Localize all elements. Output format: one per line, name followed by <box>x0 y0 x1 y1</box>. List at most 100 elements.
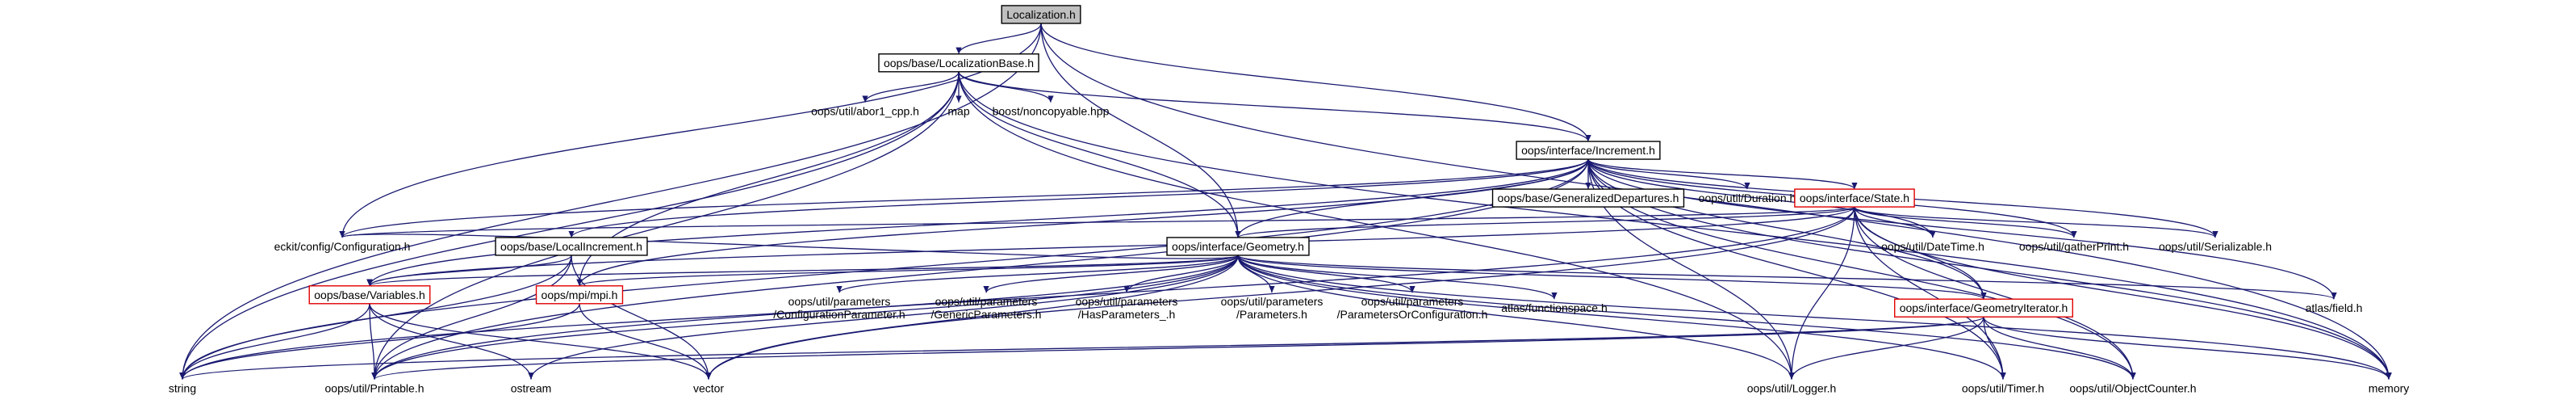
edge-mpi-string <box>179 303 580 380</box>
edge-geom-atlfs <box>1237 255 1558 300</box>
node-label: string <box>169 381 196 394</box>
node-label: atlas/functionspace.h <box>1501 301 1608 314</box>
edge-lb-boost <box>958 71 1054 103</box>
node-gendep[interactable]: oops/base/GeneralizedDepartures.h <box>1491 188 1685 208</box>
edge-inc-dt <box>1587 158 1936 238</box>
node-geoit[interactable]: oops/interface/GeometryIterator.h <box>1894 298 2073 318</box>
edge-geoit-objc <box>1983 317 2136 380</box>
node-gp: oops/util/gatherPrint.h <box>2019 240 2129 253</box>
edge-layer <box>179 23 2392 380</box>
edge-vars-print <box>369 303 378 380</box>
node-layer: Localization.h oops/base/LocalizationBase… <box>169 5 2410 394</box>
node-label: oops/interface/Increment.h <box>1521 144 1655 157</box>
node-label: oops/interface/GeometryIterator.h <box>1900 301 2068 314</box>
node-label: oops/util/abor1_cpp.h <box>811 105 919 118</box>
edge-geom-geoit <box>1237 255 1987 300</box>
node-label: oops/mpi/mpi.h <box>542 288 618 301</box>
edge-lb-string <box>179 71 960 380</box>
edge-lb-memory <box>958 71 2392 380</box>
node-label: oops/util/parameters <box>1076 295 1178 308</box>
edge-locinc-vars <box>366 255 572 287</box>
edge-geom-memory <box>1237 255 2392 380</box>
edge-state-logger <box>1788 207 1855 380</box>
node-state[interactable]: oops/interface/State.h <box>1794 188 1915 208</box>
node-label: oops/util/parameters <box>1361 295 1464 308</box>
node-string: string <box>169 381 196 394</box>
edge-lb-print <box>371 71 960 380</box>
node-lb[interactable]: oops/base/LocalizationBase.h <box>878 53 1039 73</box>
node-geom[interactable]: oops/interface/Geometry.h <box>1166 237 1310 256</box>
edge-inc-geoit <box>1587 159 1987 300</box>
node-eckit: eckit/config/Configuration.h <box>274 240 411 253</box>
edge-geom-cfgp <box>836 255 1239 293</box>
edge-loc-memory <box>1040 23 2392 380</box>
edge-geom-string <box>179 255 1239 380</box>
edge-inc-state <box>1587 158 1858 190</box>
edge-geoit-print <box>371 316 1984 380</box>
edge-state-geoit <box>1854 207 1987 300</box>
node-mpi[interactable]: oops/mpi/mpi.h <box>535 285 624 305</box>
edge-state-timer <box>1854 207 2006 380</box>
edge-state-eckit <box>340 206 1855 238</box>
node-loc[interactable]: Localization.h <box>1001 5 1081 24</box>
edge-locinc-string <box>179 255 572 380</box>
node-label: oops/util/DateTime.h <box>1881 240 1984 253</box>
edge-state-ser <box>1854 206 2218 238</box>
edge-inc-vars <box>366 158 1589 286</box>
node-locinc[interactable]: oops/base/LocalIncrement.h <box>495 237 648 256</box>
edge-vars-string <box>179 303 370 380</box>
edge-lb-geom <box>958 71 1241 238</box>
edge-vars-vector <box>369 303 712 380</box>
edge-inc-dur <box>1587 158 1750 190</box>
edge-state-gp <box>1854 206 2077 238</box>
node-memory: memory <box>2369 381 2410 394</box>
node-label: oops/base/Variables.h <box>314 288 425 301</box>
node-boost: boost/noncopyable.hpp <box>993 105 1110 118</box>
edge-geom-field <box>1237 255 2337 300</box>
node-print: oops/util/Printable.h <box>325 381 424 394</box>
node-label: /Parameters.h <box>1236 308 1307 321</box>
node-inc[interactable]: oops/interface/Increment.h <box>1516 141 1661 160</box>
node-label: ostream <box>511 381 552 394</box>
node-objc: oops/util/ObjectCounter.h <box>2069 381 2196 394</box>
edge-geoit-memory <box>1983 317 2392 380</box>
node-label: /ConfigurationParameter.h <box>773 308 905 321</box>
edge-geom-genp <box>983 255 1239 293</box>
node-label: oops/util/Duration.h <box>1699 191 1796 204</box>
edge-state-vars <box>366 206 1855 287</box>
node-label: /ParametersOrConfiguration.h <box>1337 308 1488 321</box>
edge-geom-porc <box>1237 255 1416 293</box>
edge-geom-timer <box>1237 255 2006 380</box>
node-map: map <box>947 105 969 118</box>
node-label: Localization.h <box>1006 8 1076 21</box>
edge-loc-string <box>179 23 1042 380</box>
node-label: map <box>947 105 969 118</box>
node-label: oops/base/LocalizationBase.h <box>884 57 1034 69</box>
node-label: /GenericParameters.h <box>931 308 1042 321</box>
node-cfgp: oops/util/parameters/ConfigurationParame… <box>773 295 905 321</box>
edge-geom-hasp <box>1123 255 1239 293</box>
node-vars[interactable]: oops/base/Variables.h <box>308 285 431 305</box>
node-label: oops/base/GeneralizedDepartures.h <box>1498 191 1679 204</box>
edge-vars-ostream <box>369 303 534 380</box>
node-label: atlas/field.h <box>2306 301 2363 314</box>
node-label: oops/util/parameters <box>788 295 891 308</box>
node-label: oops/util/gatherPrint.h <box>2019 240 2129 253</box>
edge-geom-vars <box>366 255 1239 287</box>
edge-inc-field <box>1587 159 2337 300</box>
node-field: atlas/field.h <box>2306 301 2363 314</box>
edge-state-objc <box>1854 207 2136 380</box>
node-abort: oops/util/abor1_cpp.h <box>811 105 919 118</box>
node-genp: oops/util/parameters/GenericParameters.h <box>931 295 1042 321</box>
node-label: oops/interface/Geometry.h <box>1172 240 1304 253</box>
node-label: eckit/config/Configuration.h <box>274 240 411 253</box>
node-vector: vector <box>693 381 724 394</box>
edge-geom-ostream <box>528 255 1239 380</box>
edge-geoit-timer <box>1983 317 2006 380</box>
edge-state-vector <box>705 207 1855 380</box>
edge-loc-geom <box>1040 23 1241 238</box>
node-label: oops/util/Logger.h <box>1747 381 1837 394</box>
node-label: memory <box>2369 381 2410 394</box>
edge-locinc-print <box>371 255 572 380</box>
